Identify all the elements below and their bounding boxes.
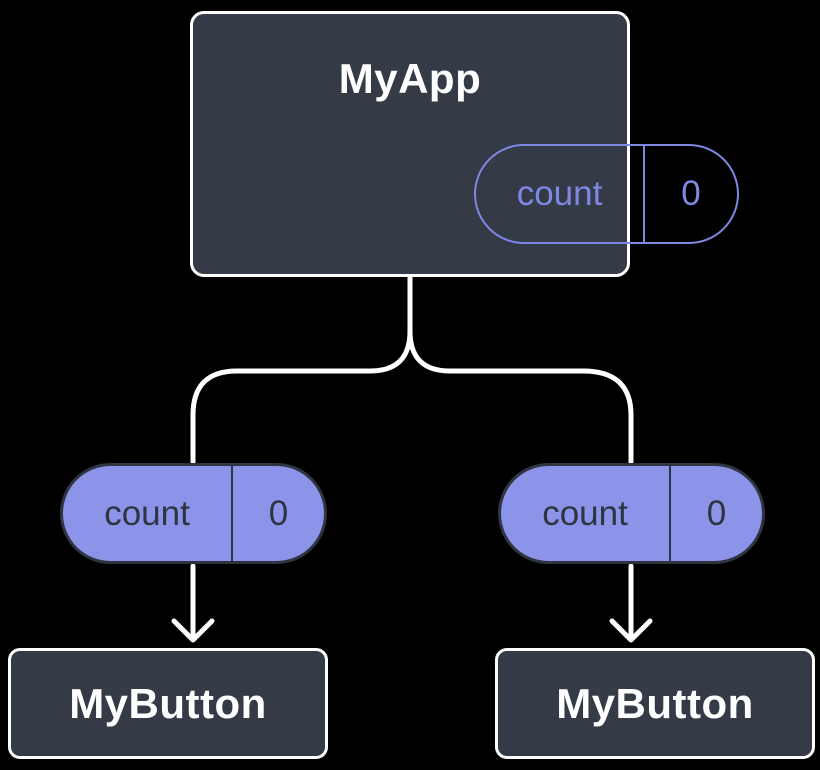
root-state-value: 0 xyxy=(681,174,701,213)
root-state-name: count xyxy=(476,146,645,242)
arrow-right-head-icon xyxy=(609,618,653,643)
left-prop-name: count xyxy=(63,466,233,561)
left-prop-pill: count 0 xyxy=(60,463,327,564)
myapp-component-node: MyApp count 0 xyxy=(190,11,739,277)
arrow-left-head-icon xyxy=(171,618,215,643)
branch-line-right xyxy=(407,274,634,465)
branch-line-left xyxy=(190,274,413,465)
root-state-pill: count 0 xyxy=(474,144,739,244)
right-mybutton-title: MyButton xyxy=(556,679,754,727)
left-prop-value: 0 xyxy=(268,493,289,533)
right-prop-name: count xyxy=(501,466,671,561)
right-prop-value: 0 xyxy=(706,493,727,533)
right-mybutton-node: MyButton xyxy=(495,648,815,759)
left-mybutton-node: MyButton xyxy=(8,648,328,759)
right-prop-pill: count 0 xyxy=(498,463,765,564)
myapp-title: MyApp xyxy=(338,55,482,102)
left-mybutton-title: MyButton xyxy=(69,679,267,727)
